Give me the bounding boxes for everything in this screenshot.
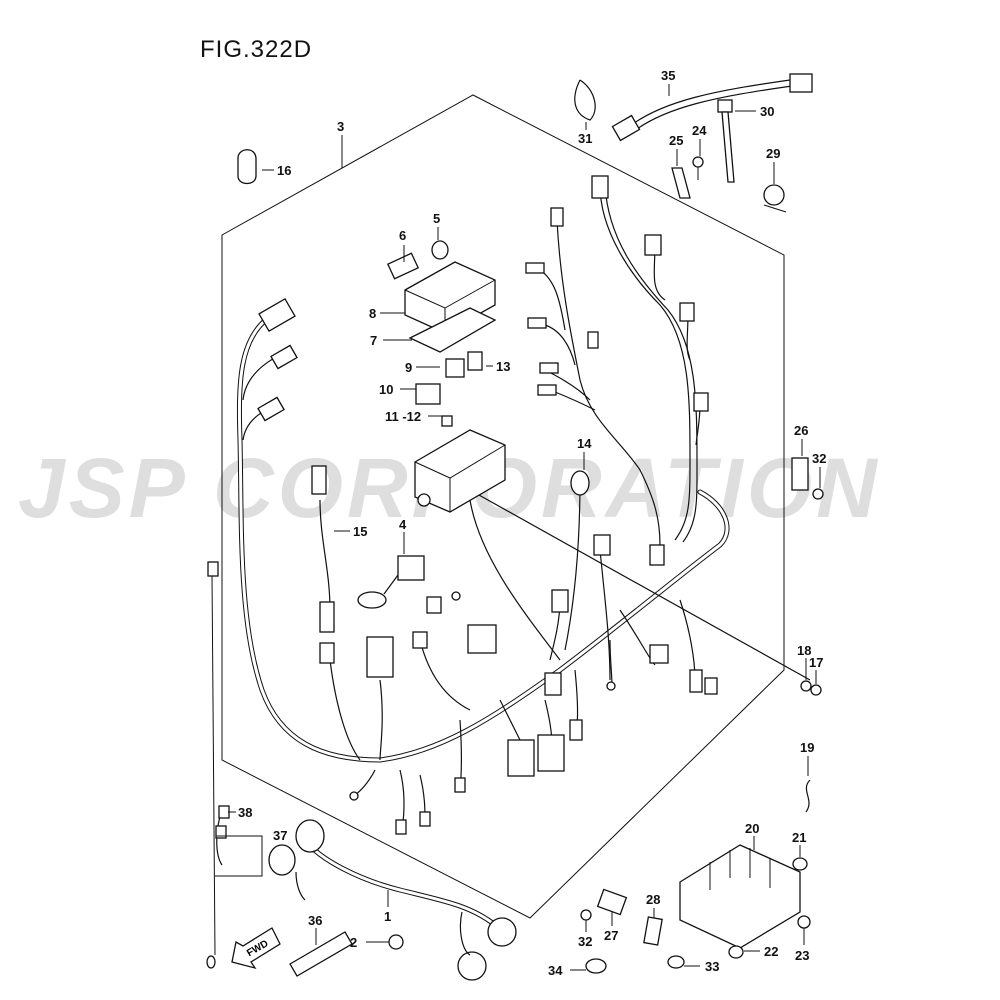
part-16-cap	[237, 149, 257, 185]
callout-35: 35	[661, 68, 675, 83]
callout-25: 25	[669, 133, 683, 148]
callout-26: 26	[794, 423, 808, 438]
relay-box	[414, 429, 506, 513]
part-32-screw-b	[580, 909, 592, 921]
part-14-plug	[570, 470, 590, 496]
part-18-washer	[800, 680, 812, 692]
callout-34: 34	[548, 963, 563, 978]
part-32-screw-a	[812, 488, 824, 500]
part-37-cable	[206, 561, 223, 969]
part-33-clamp	[667, 955, 685, 969]
callout-16: 16	[277, 163, 291, 178]
callout-11-12: 11 -12	[385, 409, 421, 424]
callout-6: 6	[399, 228, 406, 243]
callout-8: 8	[369, 306, 376, 321]
part-17-nut	[810, 684, 822, 696]
part-30-tie	[717, 99, 735, 183]
callout-30: 30	[760, 104, 774, 119]
callout-5: 5	[433, 211, 440, 226]
callout-36: 36	[308, 913, 322, 928]
callout-14: 14	[577, 436, 592, 451]
callout-38: 38	[238, 805, 252, 820]
callout-37: 37	[273, 828, 287, 843]
part-2-nut	[388, 934, 404, 950]
callout-33: 33	[705, 959, 719, 974]
figure-title: FIG.322D	[200, 36, 313, 63]
fwd-arrow-icon: FWD	[231, 927, 281, 970]
callout-15: 15	[353, 524, 367, 539]
callout-27: 27	[604, 928, 618, 943]
part-27-plate	[596, 888, 628, 916]
part-38-connector	[215, 805, 230, 839]
callout-1: 1	[384, 909, 391, 924]
callout-4: 4	[399, 517, 407, 532]
callout-17: 17	[809, 655, 823, 670]
part-35-sub-harness	[611, 73, 813, 142]
callout-23: 23	[795, 948, 809, 963]
callout-18: 18	[797, 643, 811, 658]
callout-9: 9	[405, 360, 412, 375]
harness-frame	[221, 94, 785, 919]
part-24-bolt	[692, 156, 704, 180]
callout-2: 2	[350, 935, 357, 950]
callout-7: 7	[370, 333, 377, 348]
callout-21: 21	[792, 830, 806, 845]
callout-24: 24	[692, 123, 707, 138]
callout-31: 31	[578, 131, 592, 146]
part-21-washer	[792, 857, 808, 871]
part-34-clamp	[585, 958, 607, 974]
harness-connectors	[257, 175, 718, 835]
part-29-clamp	[763, 184, 787, 213]
fuse-box-assembly	[386, 240, 497, 427]
callout-22: 22	[764, 944, 778, 959]
callout-13: 13	[496, 359, 510, 374]
callout-19: 19	[800, 740, 814, 755]
callout-29: 29	[766, 146, 780, 161]
callout-28: 28	[646, 892, 660, 907]
callout-20: 20	[745, 821, 759, 836]
part-36-sleeve	[289, 931, 353, 977]
part-23-screw	[797, 915, 811, 929]
part-1-harness	[268, 819, 517, 981]
part-25-bracket	[671, 167, 691, 199]
leader-lines	[215, 84, 821, 971]
part-26-plate	[791, 457, 809, 491]
main-harness	[236, 184, 811, 831]
part-20-base	[679, 844, 801, 949]
part-4-relay	[357, 555, 425, 609]
part-28-bracket	[643, 916, 663, 946]
callout-3: 3	[337, 119, 344, 134]
callout-32-upper: 32	[812, 451, 826, 466]
callout-labels: 1 2 3 4 5 6 7 8 9 10 11 -12 13 14 15 16 …	[238, 68, 826, 978]
part-19-clip	[805, 779, 811, 813]
callout-10: 10	[379, 382, 393, 397]
part-31-clip	[574, 79, 596, 121]
callout-32-lower: 32	[578, 934, 592, 949]
part-22-grommet	[728, 945, 744, 959]
